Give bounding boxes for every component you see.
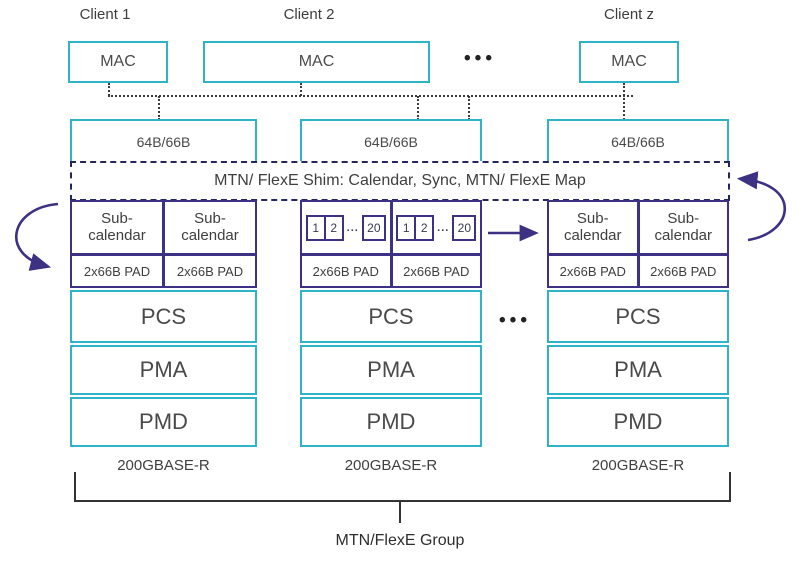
slot-1: 1 <box>305 214 326 241</box>
flow-arrow-icon <box>488 224 539 242</box>
pad-cell: 2x66B PAD <box>389 256 481 286</box>
mac-1-stub <box>108 83 110 96</box>
flexe-shim-box: MTN/ FlexE Shim: Calendar, Sync, MTN/ Fl… <box>70 161 730 201</box>
slot-2: 2 <box>323 214 344 241</box>
client-1-label: Client 1 <box>79 6 131 23</box>
encoding-box-2: 64B/66B <box>300 119 482 163</box>
mac-box-client-z: MAC <box>579 41 679 83</box>
column-2-stub-a <box>417 96 419 120</box>
pcs-box-3: PCS <box>547 290 729 343</box>
sub-calendar-text: Sub- <box>576 209 609 227</box>
pad-cell: 2x66B PAD <box>162 256 255 286</box>
mac-box-client-2: MAC <box>203 41 430 83</box>
bracket-center-tick <box>399 500 401 523</box>
slot-20: 20 <box>361 214 386 241</box>
loop-arrow-left-icon <box>15 202 59 271</box>
mac-z-stub <box>623 83 625 120</box>
bracket-left-tick <box>74 472 76 500</box>
clients-ellipsis: ••• <box>464 48 496 69</box>
sub-calendar-cell: Sub- calendar <box>162 202 255 253</box>
slot-20: 20 <box>452 214 477 241</box>
sub-calendar-text: calendar <box>563 226 622 244</box>
pcs-box-1: PCS <box>70 290 257 343</box>
sub-calendar-text: calendar <box>88 226 146 244</box>
pma-box-2: PMA <box>300 345 482 395</box>
slot-row: 1 2 ... 20 <box>393 214 481 241</box>
phy-label-3: 200GBASE-R <box>591 457 685 474</box>
sub-calendar-cell: Sub- calendar <box>72 202 162 253</box>
subcalendar-grid-1: Sub- calendar Sub- calendar 2x66B PAD 2x… <box>70 200 257 288</box>
slot-2: 2 <box>414 214 435 241</box>
pad-cell: 2x66B PAD <box>559 263 626 279</box>
sub-calendar-cell: Sub- calendar <box>636 202 728 253</box>
encoding-box-3: 64B/66B <box>547 119 729 163</box>
sub-calendar-text: Sub- <box>101 209 133 227</box>
column-2-stub-b <box>468 96 470 120</box>
mac-box-client-1: MAC <box>68 41 168 83</box>
subcalendar-grid-3: Sub- calendar Sub- calendar 2x66B PAD 2x… <box>547 200 729 288</box>
pad-cell: 2x66B PAD <box>636 256 728 286</box>
encoding-box-1: 64B/66B <box>70 119 257 163</box>
phy-label-1: 200GBASE-R <box>117 457 210 474</box>
bracket-line <box>74 500 731 502</box>
pcs-box-2: PCS <box>300 290 482 343</box>
pmd-box-2: PMD <box>300 397 482 447</box>
mac-bus-line <box>108 95 633 97</box>
pmd-box-1: PMD <box>70 397 257 447</box>
slot-ellipsis: ... <box>437 221 450 234</box>
sub-calendar-cell: Sub- calendar <box>549 202 637 253</box>
sub-calendar-text: Sub- <box>667 209 700 227</box>
bracket-right-tick <box>729 472 731 500</box>
pad-cell: 2x66B PAD <box>312 263 379 279</box>
slot-cell: 1 2 ... 20 <box>389 202 481 253</box>
column-1-stub <box>158 96 160 120</box>
pma-box-3: PMA <box>547 345 729 395</box>
pad-cell: 2x66B PAD <box>83 263 151 279</box>
slot-cell: 1 2 ... 20 <box>302 202 390 253</box>
sub-calendar-text: calendar <box>654 226 713 244</box>
loop-arrow-right-icon <box>736 171 786 242</box>
subcalendar-grid-2: 1 2 ... 20 1 2 ... 20 2x66B PAD 2x66B PA… <box>300 200 482 288</box>
client-2-label: Client 2 <box>283 6 335 23</box>
pmd-box-3: PMD <box>547 397 729 447</box>
slot-1: 1 <box>396 214 417 241</box>
sub-calendar-text: Sub- <box>194 209 226 227</box>
slot-ellipsis: ... <box>346 221 359 234</box>
client-z-label: Client z <box>603 6 655 23</box>
phy-label-2: 200GBASE-R <box>344 457 438 474</box>
slot-row: 1 2 ... 20 <box>302 214 390 241</box>
pma-box-1: PMA <box>70 345 257 395</box>
columns-ellipsis: ••• <box>499 310 531 331</box>
group-label: MTN/FlexE Group <box>335 532 465 549</box>
sub-calendar-text: calendar <box>181 226 239 244</box>
mac-2-stub <box>300 83 302 96</box>
